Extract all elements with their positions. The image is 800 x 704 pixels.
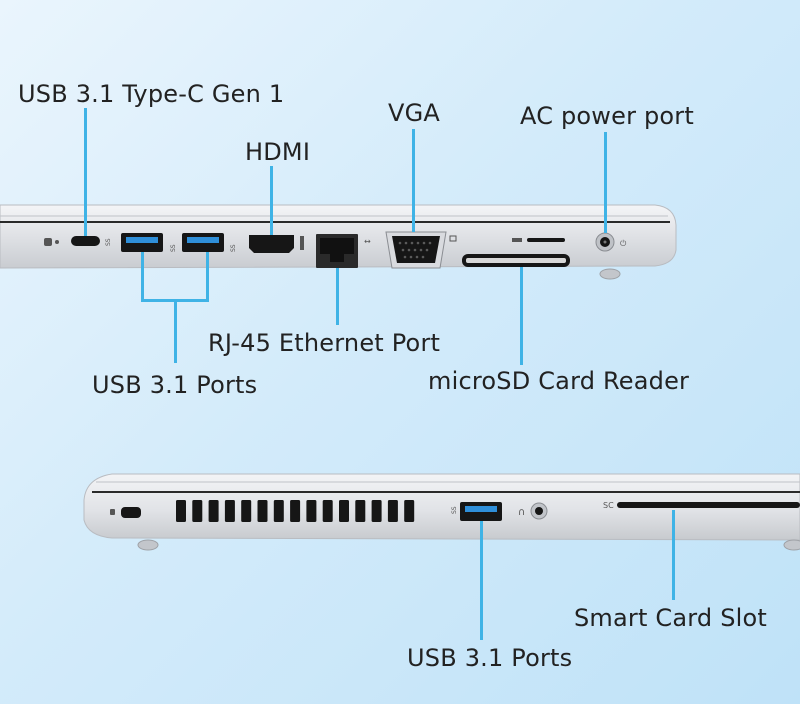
vent-slot [257,500,268,522]
vent-slot [339,500,349,522]
vent-grille [176,500,415,522]
rubber-foot [599,268,621,280]
svg-text:↔: ↔ [364,237,371,246]
svg-text:SS: SS [105,238,112,246]
vent-slot [176,500,186,522]
vent-slot [290,500,301,522]
vent-slot [355,500,366,522]
callout-smart-card [672,510,675,600]
vga-port [385,231,447,269]
label-microsd: microSD Card Reader [428,367,690,395]
vent-slot [371,500,382,522]
callout-usb-left-1 [141,252,144,301]
callout-usb-c [84,108,87,236]
callout-ac-power [604,132,607,233]
rubber-foot-bottom-right [783,539,800,551]
vent-slot [322,500,333,522]
vent-slot [208,500,219,522]
callout-rj45 [336,268,339,325]
label-ac-power: AC power port [520,102,694,130]
headphone-jack-icon [530,502,548,520]
svg-text:SS: SS [451,506,458,514]
callout-usb-left-2 [206,252,209,301]
hdmi-port [249,235,294,253]
label-usb-ports-left: USB 3.1 Ports [92,371,258,399]
ac-power-port-icon [595,232,615,252]
callout-usb-right [480,521,483,640]
label-rj45: RJ-45 Ethernet Port [208,329,441,357]
label-smart-card: Smart Card Slot [574,604,767,632]
callout-microsd [520,267,523,365]
svg-text:SS: SS [170,244,177,252]
callout-vga [412,129,415,232]
label-vga: VGA [388,99,441,127]
svg-text:∩: ∩ [518,507,525,518]
vent-slot [192,500,203,522]
vent-slot [404,500,415,522]
svg-text:SS: SS [230,244,237,252]
security-lock-icon [44,238,59,246]
vent-slot [224,500,235,522]
rubber-foot-bottom [137,539,159,551]
callout-hdmi [270,166,273,235]
label-usb-ports-right: USB 3.1 Ports [407,644,573,672]
smart-card-mark: SC [603,501,614,510]
chassis-bottom [83,473,800,541]
lock-slot-icon [110,507,141,518]
vent-slot [387,500,398,522]
vent-slot [306,500,317,522]
svg-text:⏻: ⏻ [620,239,627,248]
label-hdmi: HDMI [245,138,311,166]
vent-slot [273,500,284,522]
label-usb-c: USB 3.1 Type-C Gen 1 [18,80,285,108]
smart-card-slot [617,502,800,508]
callout-usb-left-stem [174,299,177,363]
rj45-port [316,234,358,268]
vent-slot [241,500,252,522]
usb-c-port [71,236,100,246]
